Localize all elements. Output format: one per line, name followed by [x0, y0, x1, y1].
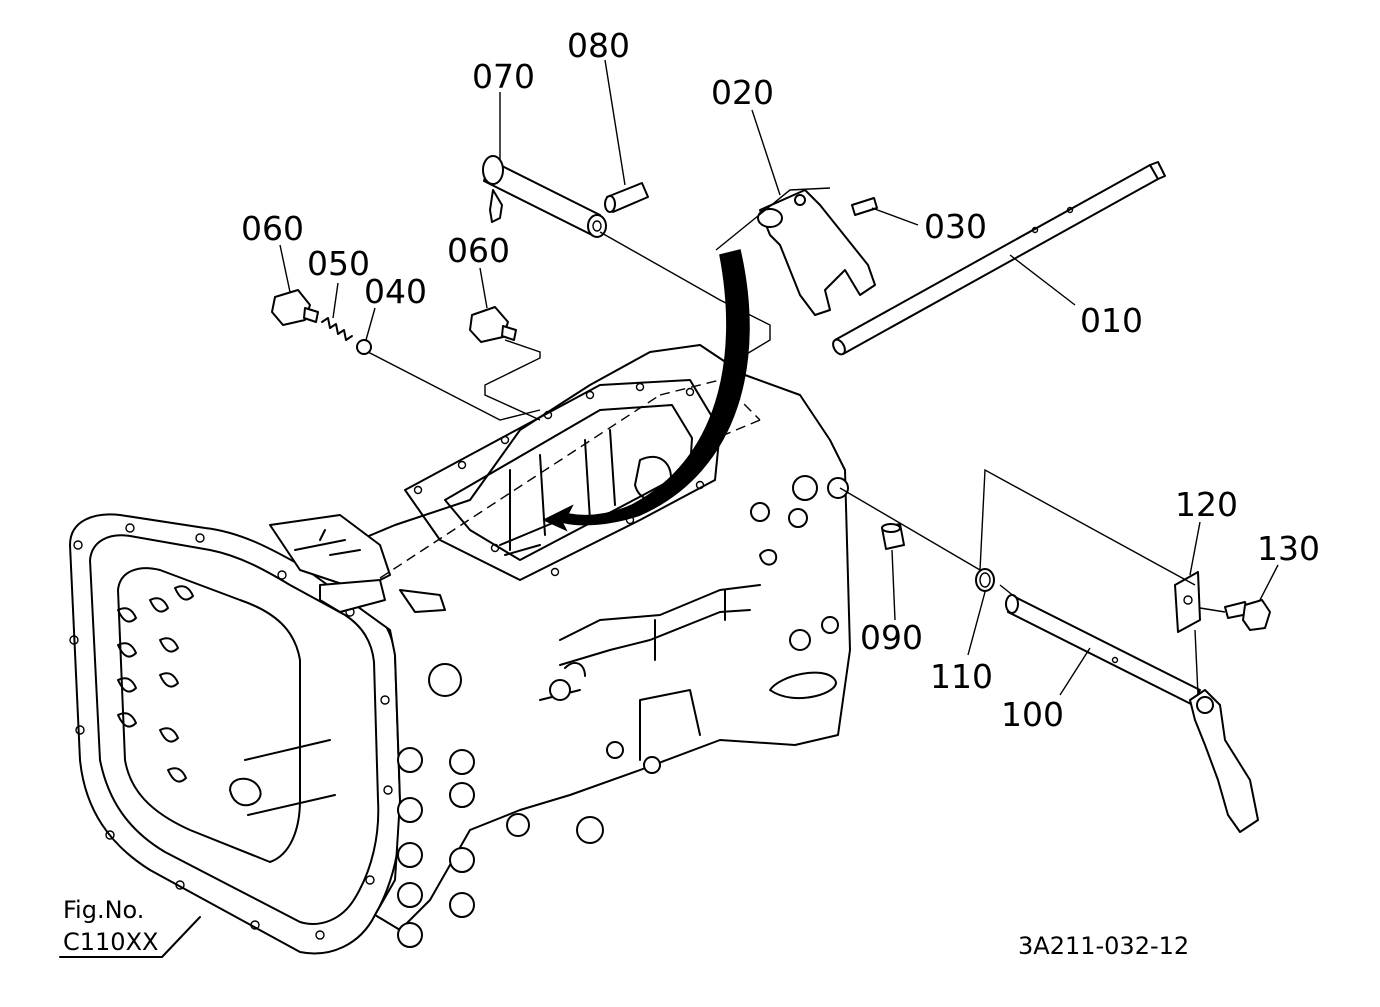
fig-leader: [59, 916, 201, 958]
label-010: 010: [1080, 301, 1143, 340]
label-110: 110: [930, 657, 993, 696]
label-090: 090: [860, 618, 923, 657]
part-090-bushing: [881, 523, 905, 550]
label-030: 030: [924, 207, 987, 246]
part-060-plug-left: [271, 289, 319, 326]
label-060-right: 060: [447, 231, 510, 270]
lower-bosses: [397, 663, 661, 948]
part-120-plate: [1174, 571, 1201, 633]
part-110-o-ring: [975, 568, 995, 592]
leader-lines: [279, 59, 1279, 696]
label-070: 070: [472, 57, 535, 96]
part-130-bolt: [1224, 599, 1271, 631]
label-100: 100: [1001, 695, 1064, 734]
label-130: 130: [1257, 529, 1320, 568]
bell-vent-lobes: [117, 585, 194, 783]
drawing-code: 3A211-032-12: [1018, 932, 1189, 960]
label-060-left: 060: [241, 209, 304, 248]
flange-bolt-holes: [69, 523, 393, 940]
label-080: 080: [567, 26, 630, 65]
part-040-ball: [356, 339, 372, 355]
part-080-pin: [604, 182, 649, 213]
fig-number: C110XX: [63, 928, 158, 956]
part-050-spring: [321, 317, 353, 341]
assembly-direction-arrow: [542, 249, 750, 532]
part-030-pin: [851, 197, 878, 216]
label-040: 040: [364, 272, 427, 311]
label-050: 050: [307, 244, 370, 283]
label-020: 020: [711, 73, 774, 112]
part-070-shaft: [482, 155, 607, 238]
part-060-plug-right: [469, 306, 517, 343]
label-120: 120: [1175, 485, 1238, 524]
part-020-shift-fork: [757, 189, 876, 316]
transmission-case: [69, 344, 851, 955]
part-010-shift-rod: [832, 161, 1166, 356]
fig-label: Fig.No.: [63, 896, 144, 924]
